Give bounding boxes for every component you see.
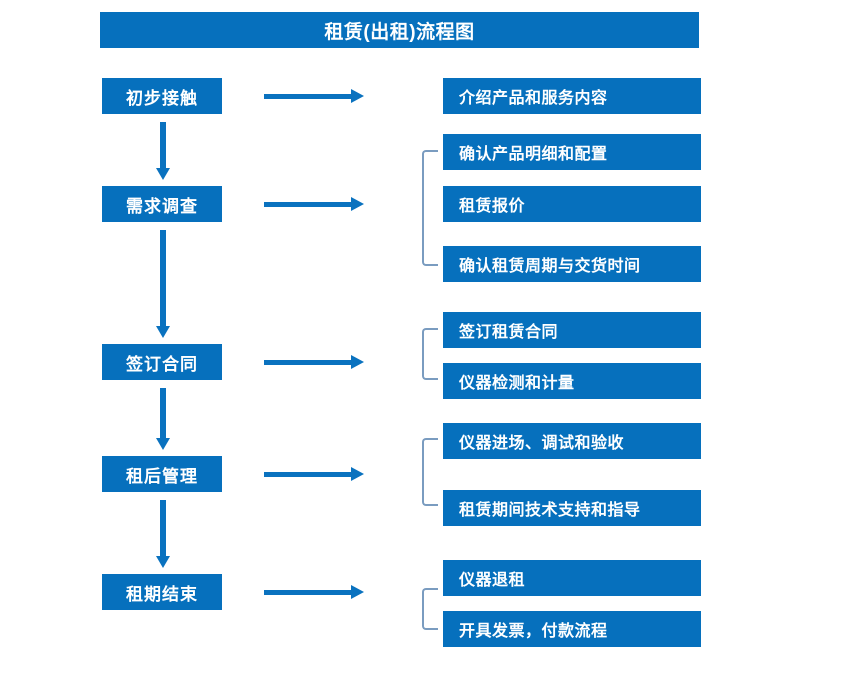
stage-box-initial-contact[interactable]: 初步接触 — [102, 78, 222, 114]
vertical-arrow-2 — [156, 230, 170, 338]
group-bracket-needs-survey — [422, 150, 438, 266]
detail-box-rental-quote[interactable]: 租赁报价 — [443, 186, 701, 222]
horizontal-arrow-2 — [264, 197, 364, 211]
horizontal-arrow-3 — [264, 355, 364, 369]
detail-box-instrument-installation[interactable]: 仪器进场、调试和验收 — [443, 423, 701, 459]
detail-box-introduce-products[interactable]: 介绍产品和服务内容 — [443, 78, 701, 114]
detail-box-instrument-inspection[interactable]: 仪器检测和计量 — [443, 363, 701, 399]
stage-box-needs-survey[interactable]: 需求调查 — [102, 186, 222, 222]
horizontal-arrow-4 — [264, 467, 364, 481]
vertical-arrow-1 — [156, 122, 170, 180]
detail-box-sign-lease-agreement[interactable]: 签订租赁合同 — [443, 312, 701, 348]
stage-box-lease-end[interactable]: 租期结束 — [102, 574, 222, 610]
page-title: 租赁(出租)流程图 — [100, 12, 699, 48]
detail-box-technical-support[interactable]: 租赁期间技术支持和指导 — [443, 490, 701, 526]
group-bracket-post-rental-management — [422, 438, 438, 506]
vertical-arrow-4 — [156, 500, 170, 568]
detail-box-confirm-lease-period[interactable]: 确认租赁周期与交货时间 — [443, 246, 701, 282]
group-bracket-lease-end — [422, 588, 438, 630]
group-bracket-sign-contract — [422, 328, 438, 380]
horizontal-arrow-1 — [264, 89, 364, 103]
detail-box-instrument-return[interactable]: 仪器退租 — [443, 560, 701, 596]
detail-box-confirm-product-specs[interactable]: 确认产品明细和配置 — [443, 134, 701, 170]
stage-box-post-rental-management[interactable]: 租后管理 — [102, 456, 222, 492]
vertical-arrow-3 — [156, 388, 170, 450]
horizontal-arrow-5 — [264, 585, 364, 599]
stage-box-sign-contract[interactable]: 签订合同 — [102, 344, 222, 380]
detail-box-invoice-payment[interactable]: 开具发票，付款流程 — [443, 611, 701, 647]
